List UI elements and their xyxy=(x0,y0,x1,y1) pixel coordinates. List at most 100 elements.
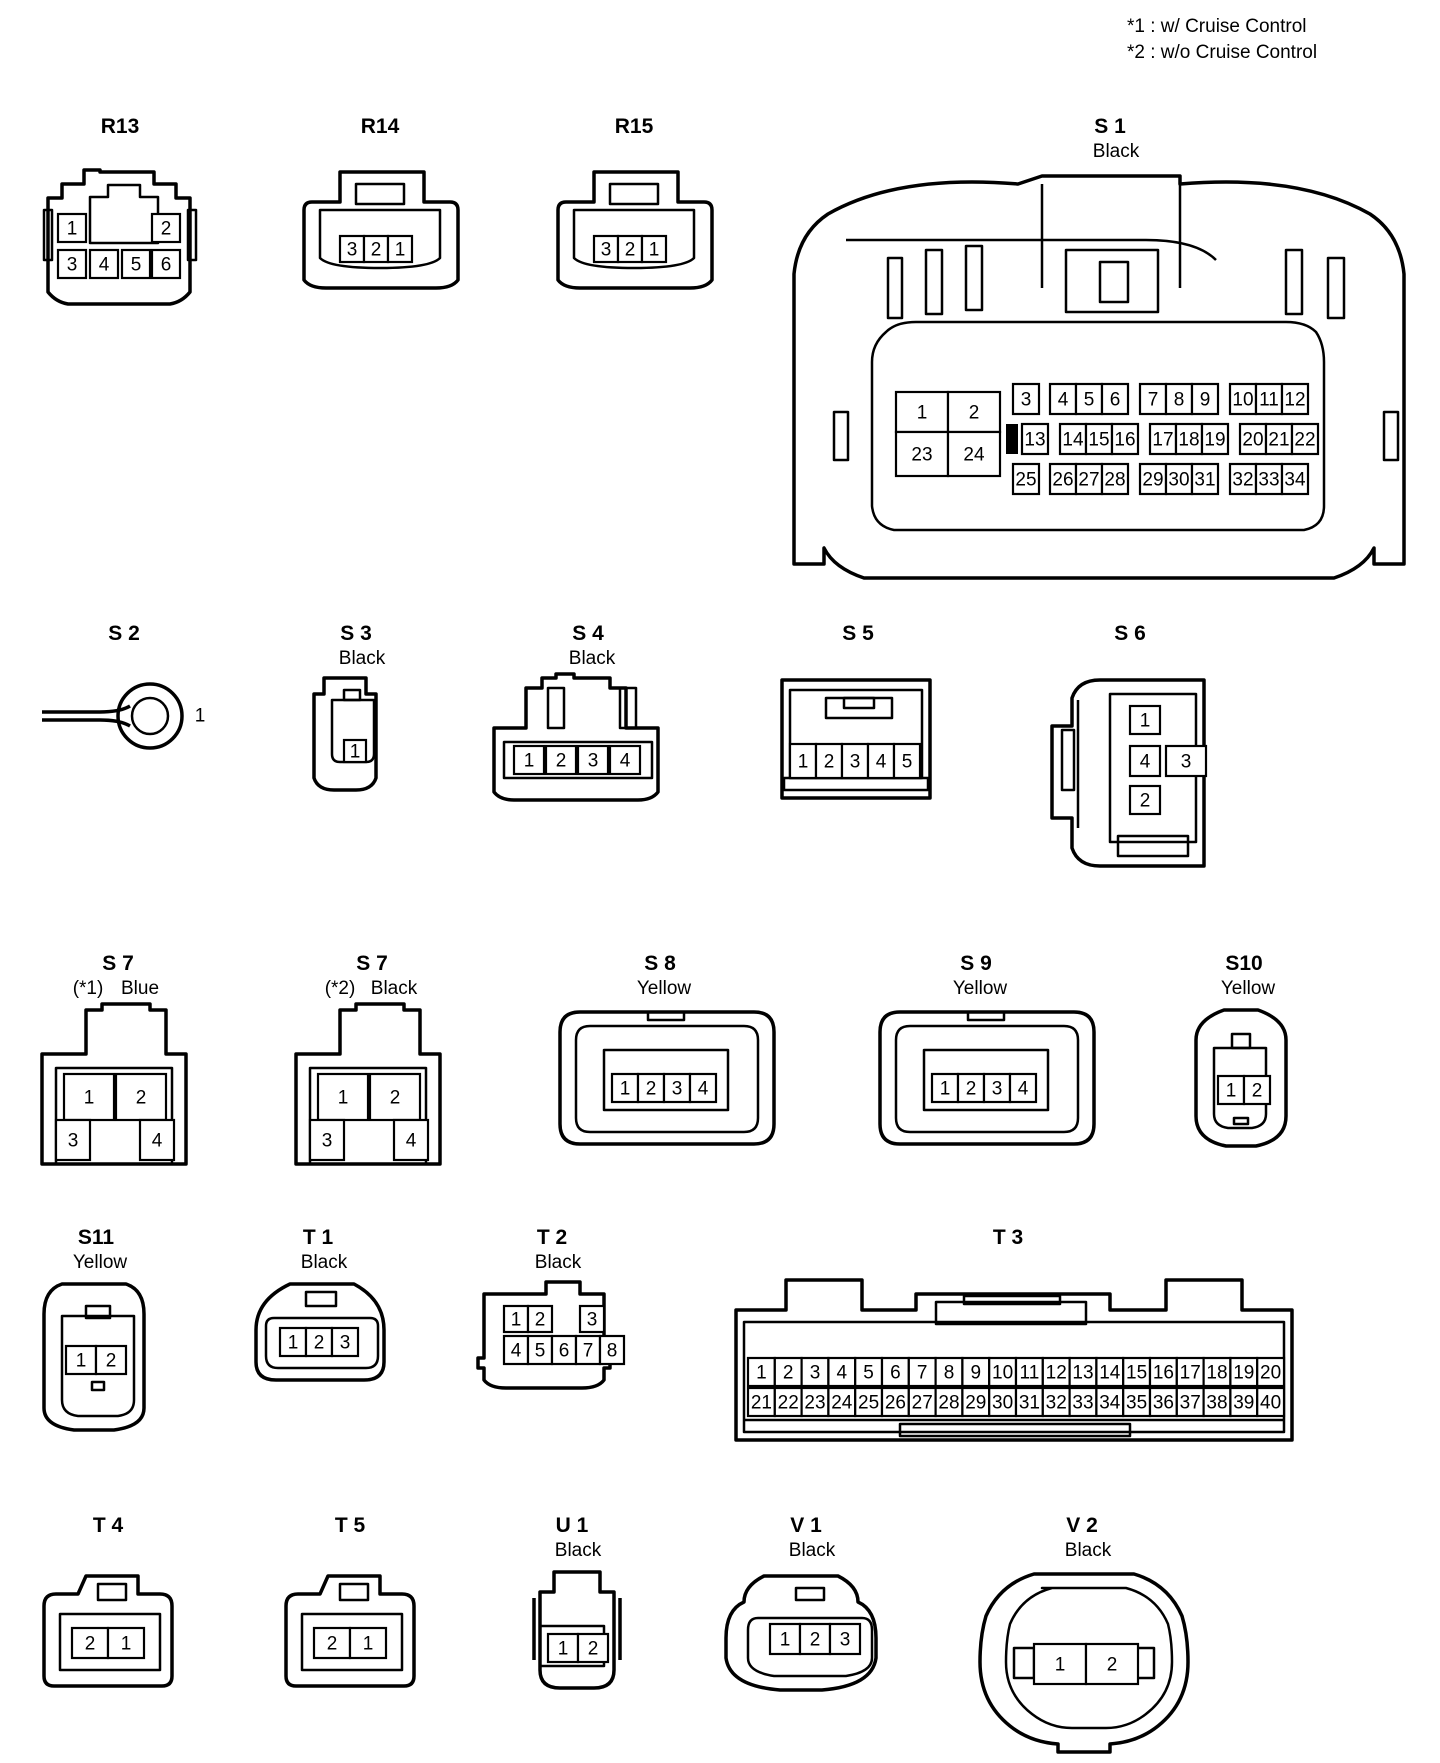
connector-label: T 4 xyxy=(93,1514,124,1537)
pin-cell xyxy=(392,1118,430,1162)
connector-label: S 8 xyxy=(644,952,676,975)
pin-number: 2 xyxy=(1140,791,1151,812)
pin-number: 6 xyxy=(890,1363,901,1384)
connector-label: R14 xyxy=(361,115,400,138)
pin-number: 1 xyxy=(121,1634,132,1655)
pin-number: 15 xyxy=(1088,430,1109,451)
pin-number: 2 xyxy=(535,1310,546,1331)
pin-cell xyxy=(1014,1386,1044,1418)
connector-s3: S 3 Black 1 xyxy=(312,622,386,792)
pin-number: 10 xyxy=(1232,390,1253,411)
connector-label: S 3 xyxy=(340,622,372,645)
pin-number: 3 xyxy=(587,1310,598,1331)
pin-cell xyxy=(956,1072,986,1104)
pin-cell xyxy=(526,1304,554,1334)
pin-number: 22 xyxy=(1294,430,1315,451)
pin-cell xyxy=(574,1334,602,1366)
pin-number: 9 xyxy=(971,1363,982,1384)
pin-cell xyxy=(1164,744,1208,778)
pin-number: 2 xyxy=(588,1639,599,1660)
pin-number: 28 xyxy=(1104,470,1125,491)
connector-variant: (*2) xyxy=(325,978,356,999)
pin-number: 1 xyxy=(195,706,206,727)
pin-cell xyxy=(54,1118,92,1162)
connector-label: S 7 xyxy=(102,952,134,975)
connector-label: T 3 xyxy=(993,1226,1023,1249)
pin-cell xyxy=(1084,422,1114,456)
pin-number: 25 xyxy=(858,1393,879,1414)
pin-number: 1 xyxy=(940,1079,951,1100)
pin-cell xyxy=(1190,382,1220,416)
note-no-cruise-control: *2 : w/o Cruise Control xyxy=(1127,42,1317,63)
pin-number: 38 xyxy=(1206,1393,1227,1414)
pin-cell xyxy=(576,1632,610,1664)
pin-number: 3 xyxy=(1021,390,1032,411)
pin-number: 15 xyxy=(1126,1363,1147,1384)
pin-cell xyxy=(616,234,644,264)
connector-color: Yellow xyxy=(73,1252,128,1273)
pin-cell xyxy=(546,1632,580,1664)
pin-cell xyxy=(278,1326,308,1358)
connector-label: U 1 xyxy=(556,1514,589,1537)
pin-number: 6 xyxy=(559,1341,570,1362)
connector-label: R13 xyxy=(101,115,140,138)
connector-s2: S 2 1 xyxy=(42,622,206,750)
pin-number: 24 xyxy=(831,1393,853,1414)
connector-color: Black xyxy=(339,648,386,669)
pin-number: 26 xyxy=(885,1393,906,1414)
pin-number: 1 xyxy=(84,1088,95,1109)
pin-cell xyxy=(1014,1356,1044,1388)
pin-cell xyxy=(576,744,610,776)
pin-number: 4 xyxy=(511,1341,522,1362)
pin-number: 14 xyxy=(1062,430,1084,451)
pin-cell xyxy=(768,1622,802,1656)
pin-number: 1 xyxy=(511,1310,522,1331)
pin-number: 4 xyxy=(1058,390,1069,411)
pin-number: 16 xyxy=(1114,430,1135,451)
connector-color: Black xyxy=(789,1540,836,1561)
connector-color: Blue xyxy=(121,978,159,999)
pin-number: 5 xyxy=(535,1341,546,1362)
pin-number: 4 xyxy=(620,751,631,772)
pin-cell xyxy=(70,1626,110,1660)
pin-cell xyxy=(1290,422,1320,456)
pin-cell xyxy=(1256,1386,1286,1418)
pin-cell xyxy=(56,248,88,280)
pin-number: 27 xyxy=(1078,470,1099,491)
pin-cell xyxy=(138,1118,176,1162)
connector-color: Black xyxy=(555,1540,602,1561)
pin-cell xyxy=(1084,1642,1140,1686)
pin-number: 32 xyxy=(1046,1393,1067,1414)
pin-number: 3 xyxy=(322,1131,333,1152)
pin-cell xyxy=(1280,382,1310,416)
pin-number: 4 xyxy=(99,255,110,276)
pin-number: 3 xyxy=(1181,752,1192,773)
pin-cell xyxy=(1238,422,1268,456)
connector-label: S 5 xyxy=(842,622,874,645)
pin-number: 3 xyxy=(810,1363,821,1384)
pin-number: 3 xyxy=(68,1131,79,1152)
pin-cell xyxy=(930,1072,960,1104)
pin-cell xyxy=(578,1304,606,1334)
pin-number: 3 xyxy=(588,751,599,772)
pin-cell xyxy=(502,1304,530,1334)
pin-number: 21 xyxy=(1268,430,1289,451)
pin-number: 2 xyxy=(556,751,567,772)
pin-number: 3 xyxy=(672,1079,683,1100)
pin-number: 35 xyxy=(1126,1393,1147,1414)
pin-number: 1 xyxy=(1140,711,1151,732)
pin-cell xyxy=(1020,422,1050,456)
pin-cell xyxy=(1048,462,1078,496)
pin-cell xyxy=(1095,1386,1125,1418)
pin-number: 1 xyxy=(1055,1655,1066,1676)
pin-number: 40 xyxy=(1260,1393,1281,1414)
pin-number: 2 xyxy=(1252,1081,1263,1102)
pin-cell xyxy=(1095,1356,1125,1388)
